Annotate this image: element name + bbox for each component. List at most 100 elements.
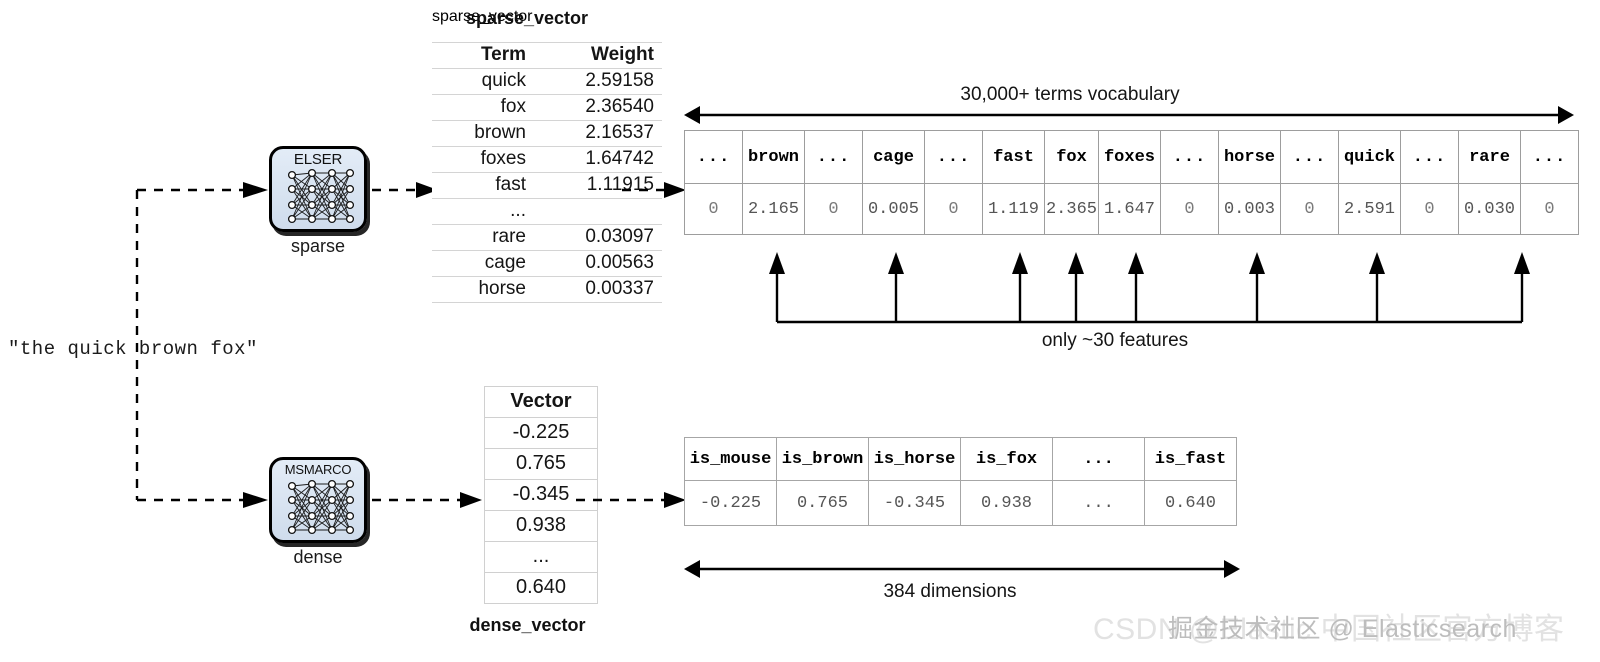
vocab-term-cell: foxes [1098, 130, 1161, 184]
dense-grid-value-cell: ... [1052, 480, 1145, 526]
msmarco-model-box: MSMARCO [269, 457, 373, 568]
vocab-term-cell: fast [982, 130, 1045, 184]
table-row: ... [432, 198, 662, 225]
dense-table-to-grid-arrow [576, 492, 686, 508]
dense-feature-grid-table: is_mouse is_brown is_horse is_fox ... is… [684, 437, 1237, 526]
elser-model-caption: sparse [290, 236, 346, 256]
input-branch-connectors [135, 182, 268, 508]
dense-vector-table: Vector -0.225 0.765 -0.345 0.938 ... 0.6… [484, 386, 598, 604]
vocab-term-cell: rare [1458, 130, 1521, 184]
sparse-vector-caption: sparse_vector [432, 8, 533, 25]
sparse-term: fox [432, 94, 534, 121]
msmarco-model-caption: dense [293, 547, 343, 567]
watermark-juejin: 掘金技术社区 @ Elasticsearch [1168, 615, 1517, 643]
dense-dimensions-arrow [684, 560, 1240, 578]
sparse-term: horse [432, 276, 534, 303]
vocab-value-cell: 0 [924, 183, 983, 235]
list-item: ... [484, 541, 598, 573]
sparse-header-weight: Weight [534, 42, 662, 69]
list-item: 0.765 [484, 448, 598, 480]
dense-grid-value-cell: -0.345 [868, 480, 961, 526]
vocab-value-cell: 0 [804, 183, 863, 235]
dense-feature-cell: is_horse [868, 437, 961, 481]
vocab-value-cell: 0 [1400, 183, 1459, 235]
vocab-term-cell: cage [862, 130, 925, 184]
dense-table-header-row: Vector [484, 386, 598, 418]
sparse-table-to-grid-arrow [622, 182, 686, 198]
sparse-term: foxes [432, 146, 534, 173]
msmarco-to-dense-table-arrow [372, 492, 482, 508]
dense-grid-value-cell: 0.640 [1144, 480, 1237, 526]
dense-grid-value-row: -0.225 0.765 -0.345 0.938 ... 0.640 [684, 480, 1237, 526]
list-item: 0.938 [484, 510, 598, 542]
vocab-term-cell: ... [924, 130, 983, 184]
list-item: 0.640 [484, 572, 598, 604]
dense-feature-cell: is_mouse [684, 437, 777, 481]
dense-header-vector: Vector [484, 386, 598, 418]
dense-feature-grid: is_mouse is_brown is_horse is_fox ... is… [684, 437, 1237, 526]
vocab-value-cell: 2.365 [1044, 183, 1099, 235]
dense-value-cell: -0.225 [484, 417, 598, 449]
dense-vector-title: dense_vector [469, 615, 586, 635]
vocab-value-cell: 0 [1280, 183, 1339, 235]
vocabulary-value-row: 0 2.165 0 0.005 0 1.119 2.365 1.647 0 0.… [684, 183, 1579, 235]
vocab-value-cell: 2.591 [1338, 183, 1401, 235]
sparse-weight: 2.59158 [534, 68, 662, 95]
vocab-value-cell: 2.165 [742, 183, 805, 235]
elser-to-sparse-table-arrow [372, 182, 438, 198]
msmarco-model-title: MSMARCO [284, 462, 352, 477]
vocab-value-cell: 0 [1160, 183, 1219, 235]
vocab-term-cell: ... [1280, 130, 1339, 184]
sparse-weight: 2.36540 [534, 94, 662, 121]
vocab-value-cell: 0.030 [1458, 183, 1521, 235]
vocab-term-cell: ... [1400, 130, 1459, 184]
vocab-value-cell: 0 [684, 183, 743, 235]
vocabulary-size-label: 30,000+ terms vocabulary [960, 84, 1180, 105]
sparse-term: ... [432, 198, 534, 225]
sparse-header-term: Term [432, 42, 534, 69]
sparse-weight: 0.03097 [534, 224, 662, 251]
dense-grid-value-cell: 0.765 [776, 480, 869, 526]
input-text: "the quick brown fox" [8, 338, 258, 360]
list-item: -0.225 [484, 417, 598, 449]
sparse-feature-count-label: only ~30 features [1041, 330, 1189, 351]
dense-value-cell: 0.640 [484, 572, 598, 604]
sparse-weight: 1.64742 [534, 146, 662, 173]
vocab-term-cell: ... [1520, 130, 1579, 184]
neural-network-icon [287, 168, 355, 224]
sparse-weight: 2.16537 [534, 120, 662, 147]
dense-dimensions-label: 384 dimensions [883, 581, 1017, 602]
dense-value-cell: 0.938 [484, 510, 598, 542]
sparse-term: quick [432, 68, 534, 95]
dense-feature-row: is_mouse is_brown is_horse is_fox ... is… [684, 437, 1237, 481]
msmarco-box-shape: MSMARCO [269, 457, 367, 543]
sparse-term: cage [432, 250, 534, 277]
dense-value-cell: 0.765 [484, 448, 598, 480]
vocab-term-cell: fox [1044, 130, 1099, 184]
dense-feature-cell: is_brown [776, 437, 869, 481]
dense-grid-value-cell: 0.938 [960, 480, 1053, 526]
vocabulary-grid-table: ... brown ... cage ... fast fox foxes ..… [684, 130, 1579, 235]
vocab-term-cell: quick [1338, 130, 1401, 184]
dense-feature-cell: ... [1052, 437, 1145, 481]
dense-value-cell: ... [484, 541, 598, 573]
vocab-value-cell: 0.003 [1218, 183, 1281, 235]
sparse-weight [534, 198, 662, 225]
elser-model-title: ELSER [293, 151, 343, 168]
sparse-term: fast [432, 172, 534, 199]
sparse-weight: 0.00563 [534, 250, 662, 277]
dense-feature-cell: is_fast [1144, 437, 1237, 481]
sparse-term: rare [432, 224, 534, 251]
elser-model-box: ELSER [269, 146, 373, 257]
vocab-term-cell: ... [804, 130, 863, 184]
vocab-value-cell: 0 [1520, 183, 1579, 235]
dense-grid-value-cell: -0.225 [684, 480, 777, 526]
